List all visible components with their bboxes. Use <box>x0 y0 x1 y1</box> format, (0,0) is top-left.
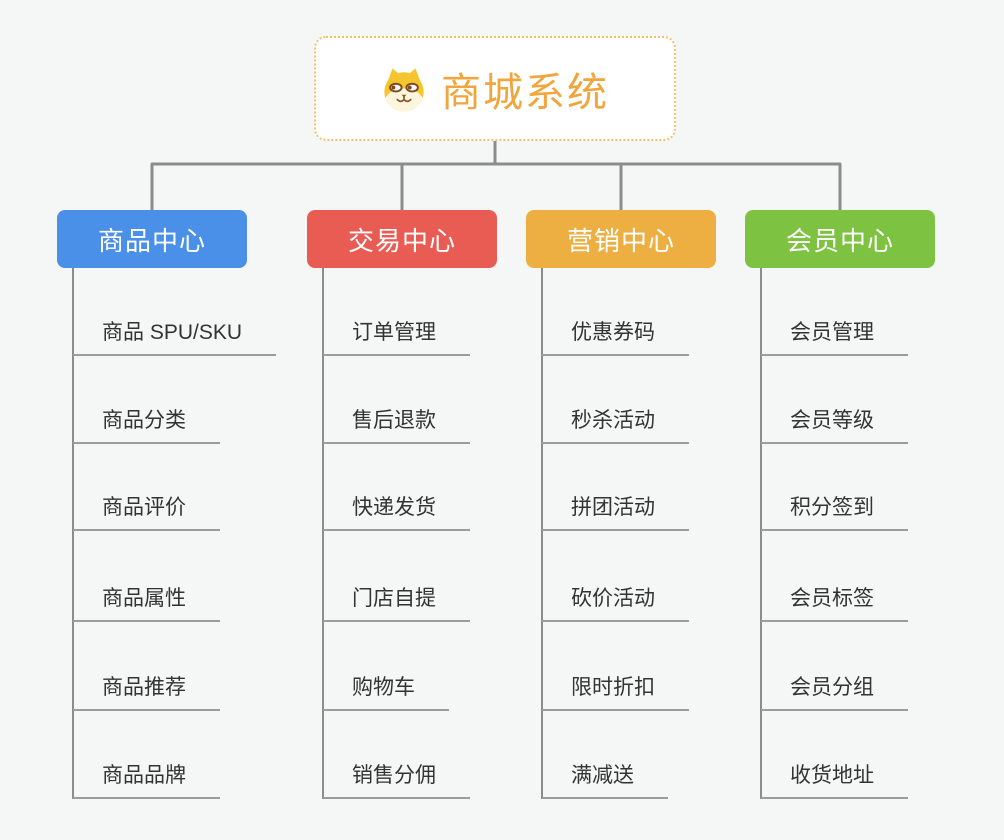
leaf-node[interactable]: 购物车 <box>323 675 449 711</box>
leaf-node[interactable]: 订单管理 <box>323 320 470 356</box>
leaf-node[interactable]: 销售分佣 <box>323 763 470 799</box>
leaf-node[interactable]: 商品品牌 <box>73 763 220 799</box>
leaf-node[interactable]: 门店自提 <box>323 586 470 622</box>
leaf-node[interactable]: 会员管理 <box>761 320 908 356</box>
leaf-node[interactable]: 售后退款 <box>323 408 470 444</box>
leaf-node[interactable]: 商品评价 <box>73 495 220 531</box>
leaf-node[interactable]: 商品推荐 <box>73 675 220 711</box>
dog-face-icon <box>384 67 424 112</box>
leaf-node[interactable]: 会员分组 <box>761 675 908 711</box>
leaf-node[interactable]: 满减送 <box>542 763 668 799</box>
leaf-node[interactable]: 商品属性 <box>73 586 220 622</box>
leaf-node[interactable]: 会员标签 <box>761 586 908 622</box>
branch-label: 交易中心 <box>347 225 456 256</box>
leaf-node[interactable]: 商品分类 <box>73 408 220 444</box>
leaf-node[interactable]: 积分签到 <box>761 495 908 531</box>
leaf-node[interactable]: 秒杀活动 <box>542 408 689 444</box>
root-title: 商城系统 <box>441 70 609 115</box>
leaf-node[interactable]: 拼团活动 <box>542 495 689 531</box>
leaf-node[interactable]: 快递发货 <box>323 495 470 531</box>
root-node[interactable]: 商城系统 <box>314 36 676 141</box>
branch-box-trade-center[interactable]: 交易中心 <box>307 210 497 268</box>
leaf-node[interactable]: 优惠券码 <box>542 320 689 356</box>
branch-box-member-center[interactable]: 会员中心 <box>745 210 935 268</box>
leaf-node[interactable]: 商品 SPU/SKU <box>73 320 277 356</box>
leaf-node[interactable]: 收货地址 <box>761 763 908 799</box>
branch-box-marketing-center[interactable]: 营销中心 <box>526 210 716 268</box>
leaf-node[interactable]: 砍价活动 <box>542 586 689 622</box>
branch-label: 会员中心 <box>785 225 894 256</box>
leaf-node[interactable]: 会员等级 <box>761 408 908 444</box>
branch-label: 营销中心 <box>566 225 675 256</box>
leaf-node[interactable]: 限时折扣 <box>542 675 689 711</box>
branch-box-product-center[interactable]: 商品中心 <box>57 210 247 268</box>
branch-label: 商品中心 <box>97 225 206 256</box>
